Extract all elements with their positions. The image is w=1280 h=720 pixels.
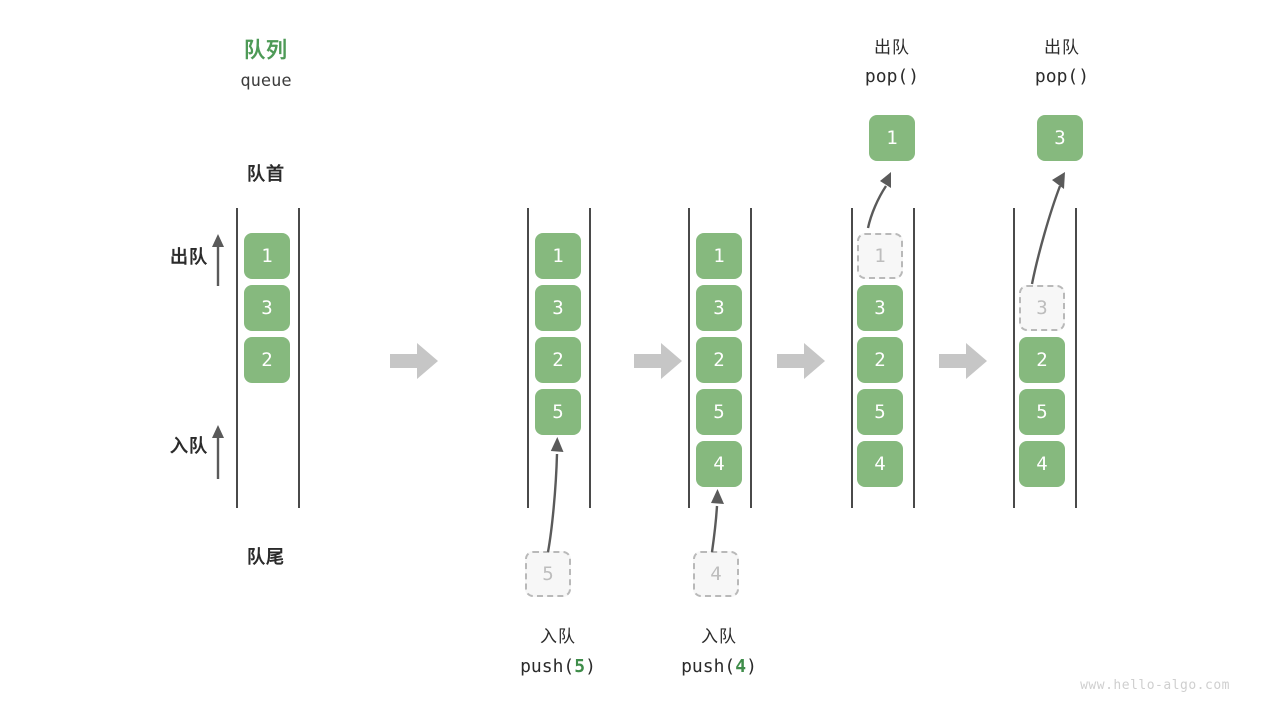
push-caption-arg: 4 <box>735 656 747 677</box>
queue-cell: 1 <box>244 233 290 279</box>
pop-header-cn: 出队 <box>874 38 910 57</box>
queue-cell: 1 <box>696 233 742 279</box>
push-caption-code-pre: push( <box>520 656 575 677</box>
pop-header-cn: 出队 <box>1044 38 1080 57</box>
queue-cell: 2 <box>244 337 290 383</box>
incoming-element: 5 <box>525 551 571 597</box>
dequeue-direction-label: 出队 <box>170 247 208 267</box>
queue-cell: 4 <box>857 441 903 487</box>
enqueue-direction-arrow-icon <box>209 423 227 481</box>
queue-cell: 5 <box>857 389 903 435</box>
push-caption-code-post: ) <box>746 656 757 677</box>
push-caption-code-post: ) <box>585 656 596 677</box>
watermark: www.hello-algo.com <box>1080 678 1230 693</box>
queue-cell: 4 <box>1019 441 1065 487</box>
push-caption-code: push(4) <box>639 656 799 677</box>
queue-cell: 2 <box>696 337 742 383</box>
push-caption-code-pre: push( <box>681 656 736 677</box>
queue-rail-left <box>688 208 690 508</box>
step-arrow-icon <box>634 343 682 379</box>
queue-cell: 3 <box>244 285 290 331</box>
queue-cell: 2 <box>535 337 581 383</box>
dequeue-direction-arrow-icon <box>209 232 227 288</box>
pop-motion-arrow-icon <box>1018 168 1078 286</box>
queue-cell: 3 <box>696 285 742 331</box>
popped-element: 1 <box>869 115 915 161</box>
queue-title-cn: 队列 <box>244 39 288 62</box>
rear-label: 队尾 <box>247 547 285 567</box>
pop-header-code: pop() <box>1034 66 1090 87</box>
queue-cell: 2 <box>857 337 903 383</box>
queue-cell-removed: 3 <box>1019 285 1065 331</box>
queue-rail-right <box>750 208 752 508</box>
push-motion-arrow-icon <box>694 484 738 554</box>
incoming-element: 4 <box>693 551 739 597</box>
queue-cell: 2 <box>1019 337 1065 383</box>
front-label: 队首 <box>247 164 285 184</box>
queue-rail-left <box>1013 208 1015 508</box>
push-caption-code: push(5) <box>478 656 638 677</box>
push-caption-cn: 入队 <box>701 627 737 646</box>
queue-rail-right <box>589 208 591 508</box>
queue-rail-left <box>236 208 238 508</box>
popped-element: 3 <box>1037 115 1083 161</box>
queue-cell-removed: 1 <box>857 233 903 279</box>
queue-cell: 5 <box>696 389 742 435</box>
queue-rail-right <box>913 208 915 508</box>
queue-rail-right <box>298 208 300 508</box>
push-caption-arg: 5 <box>574 656 586 677</box>
queue-rail-left <box>851 208 853 508</box>
queue-cell: 3 <box>535 285 581 331</box>
pop-motion-arrow-icon <box>858 168 908 230</box>
queue-cell: 1 <box>535 233 581 279</box>
push-caption-cn: 入队 <box>540 627 576 646</box>
queue-rail-left <box>527 208 529 508</box>
pop-header-code: pop() <box>864 66 920 87</box>
queue-cell: 5 <box>535 389 581 435</box>
queue-title-en: queue <box>240 71 292 91</box>
step-arrow-icon <box>777 343 825 379</box>
queue-cell: 5 <box>1019 389 1065 435</box>
queue-cell: 3 <box>857 285 903 331</box>
queue-cell: 4 <box>696 441 742 487</box>
queue-rail-right <box>1075 208 1077 508</box>
enqueue-direction-label: 入队 <box>170 436 208 456</box>
step-arrow-icon <box>390 343 438 379</box>
step-arrow-icon <box>939 343 987 379</box>
push-motion-arrow-icon <box>528 430 576 554</box>
